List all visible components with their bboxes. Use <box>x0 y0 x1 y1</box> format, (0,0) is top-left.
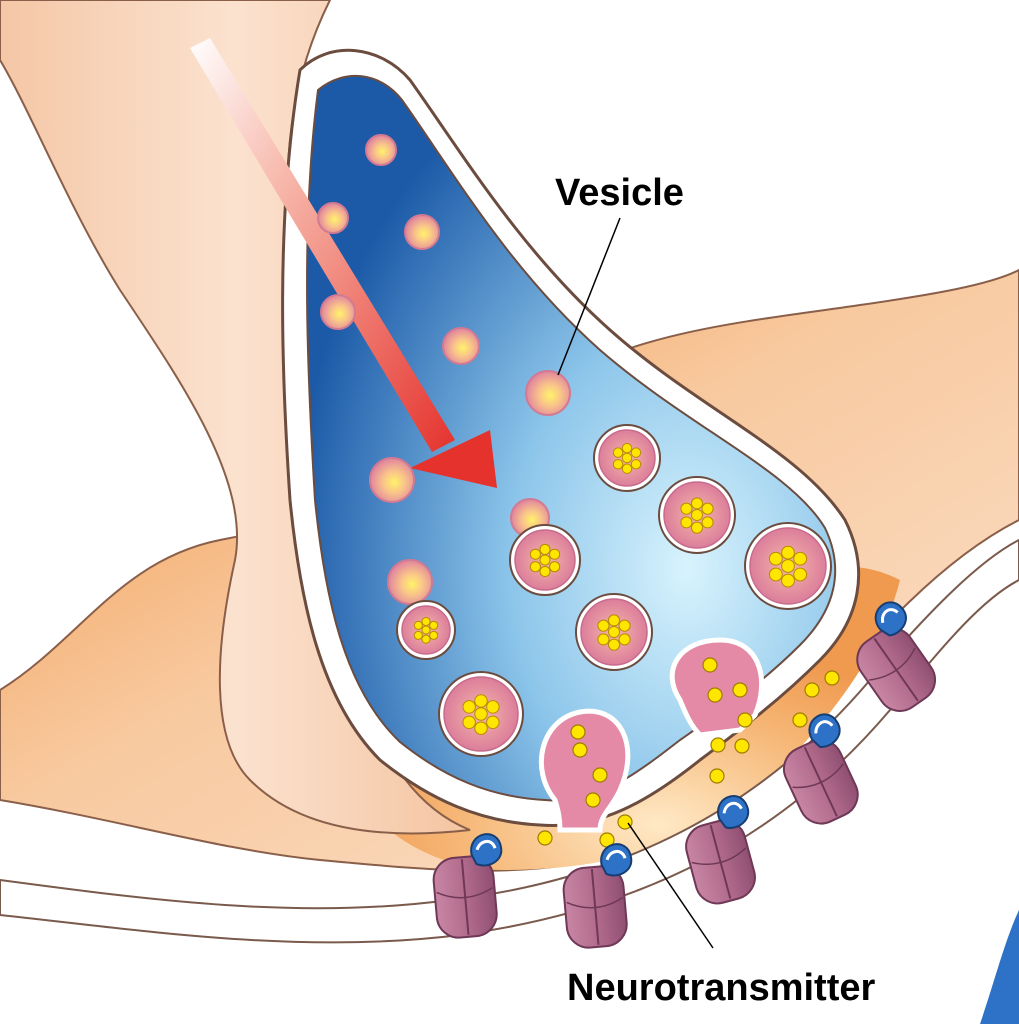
vesicle-icon <box>526 371 570 415</box>
neurotransmitter-dot <box>708 688 722 702</box>
neurotransmitter-dot <box>571 725 585 739</box>
filled-vesicle <box>745 523 831 609</box>
filled-vesicle <box>510 525 580 595</box>
neurotransmitter-dot <box>793 713 807 727</box>
vesicle-icon <box>366 135 396 165</box>
filled-vesicle <box>594 425 660 491</box>
filled-vesicle <box>439 672 523 756</box>
neurotransmitter-dot <box>573 743 587 757</box>
neurotransmitter-dot <box>538 831 552 845</box>
neurotransmitter-dot <box>586 793 600 807</box>
neurotransmitter-dot <box>825 671 839 685</box>
vesicle-icon <box>318 203 348 233</box>
neurotransmitter-dot <box>733 683 747 697</box>
neurotransmitter-dot <box>593 768 607 782</box>
vesicle-icon <box>405 215 439 249</box>
vesicle-icon <box>443 328 479 364</box>
neurotransmitter-dot <box>735 739 749 753</box>
filled-vesicle <box>397 601 455 659</box>
filled-vesicle <box>576 594 652 670</box>
vesicle-label: Vesicle <box>555 172 684 214</box>
neurotransmitter-dot <box>805 683 819 697</box>
neurotransmitter-dot <box>711 738 725 752</box>
corner-wave <box>980 910 1019 1024</box>
neurotransmitter-dot <box>703 658 717 672</box>
vesicle-icon <box>321 295 355 329</box>
vesicle-icon <box>388 560 432 604</box>
neurotransmitter-label: Neurotransmitter <box>567 967 875 1009</box>
filled-vesicle <box>659 477 735 553</box>
vesicle-icon <box>370 458 414 502</box>
neurotransmitter-dot <box>738 713 752 727</box>
neurotransmitter-dot <box>710 769 724 783</box>
